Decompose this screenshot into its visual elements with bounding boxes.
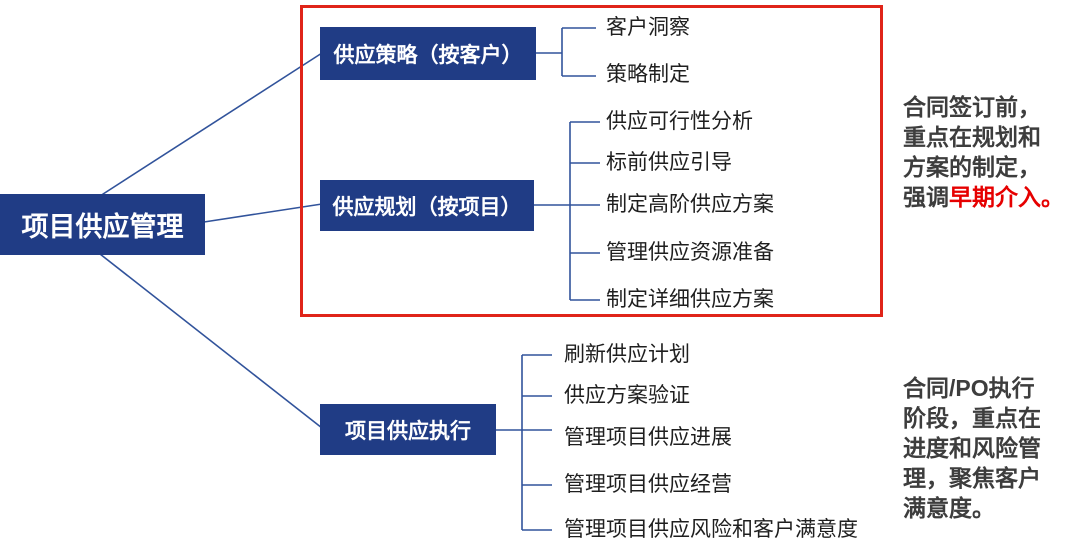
note-execution-phase: 合同/PO执行 阶段，重点在 进度和风险管 理，聚焦客户 满意度。 [903,373,1080,523]
branch-node-supply-strategy: 供应策略（按客户） [320,27,536,80]
note-line: 阶段，重点在 [903,405,1041,431]
note-line: 理，聚焦客户 [903,465,1041,491]
leaf-prebid-supply-guidance: 标前供应引导 [606,151,732,174]
note-line: 合同/PO执行 [903,375,1035,401]
leaf-refresh-supply-plan: 刷新供应计划 [564,343,690,366]
leaf-customer-insight: 客户洞察 [606,16,690,39]
note-highlight-early-involvement: 早期介入。 [949,184,1064,210]
connector-root-execution [99,253,323,429]
note-line: 进度和风险管 [903,435,1041,461]
note-text: 强调 [903,184,949,210]
leaf-strategy-formulation: 策略制定 [606,63,690,86]
root-node-project-supply-management: 项目供应管理 [0,194,205,255]
branch-node-supply-planning: 供应规划（按项目） [320,180,534,231]
leaf-supply-feasibility-analysis: 供应可行性分析 [606,110,753,133]
leaf-supply-plan-verification: 供应方案验证 [564,384,690,407]
note-line: 重点在规划和 [903,124,1041,150]
note-line: 强调早期介入。 [903,182,1080,212]
note-line: 满意度。 [903,495,995,521]
leaf-detailed-supply-plan: 制定详细供应方案 [606,288,774,311]
note-pre-contract: 合同签订前， 重点在规划和 方案的制定， 强调早期介入。 [903,92,1080,212]
note-line: 方案的制定， [903,154,1041,180]
pre-contract-highlight-frame [300,5,883,317]
leaf-manage-project-supply-operation: 管理项目供应经营 [564,473,732,496]
leaf-manage-project-supply-progress: 管理项目供应进展 [564,426,732,449]
leaf-high-level-supply-plan: 制定高阶供应方案 [606,193,774,216]
leaf-manage-supply-resource-preparation: 管理供应资源准备 [606,241,774,264]
note-line: 合同签订前， [903,94,1041,120]
branch-node-project-supply-execution: 项目供应执行 [320,404,496,455]
connector-root-strategy [99,52,323,197]
leaf-manage-risk-and-customer-satisfaction: 管理项目供应风险和客户满意度 [564,518,858,541]
